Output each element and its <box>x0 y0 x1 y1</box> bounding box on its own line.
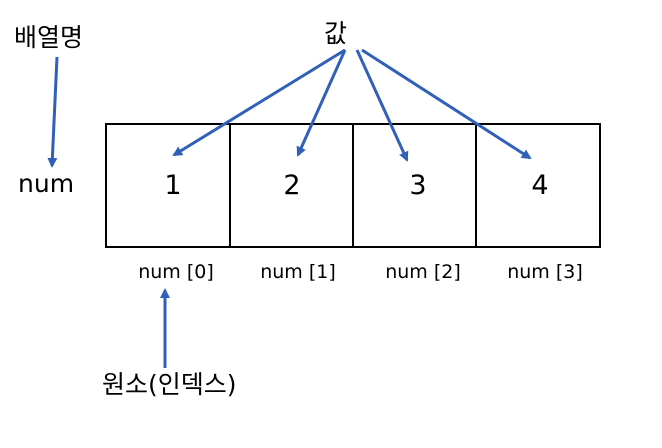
cell-value: 4 <box>531 170 548 201</box>
cell-value: 1 <box>164 170 181 201</box>
values-label: 값 <box>324 19 347 48</box>
array-cells: 1 num [0] 2 num [1] 3 num [2] 4 num [3] <box>105 123 601 283</box>
index-label: num [3] <box>507 261 583 283</box>
value-arrow-4 <box>361 48 532 160</box>
array-cell-0: 1 num [0] <box>105 123 231 283</box>
index-label: num [1] <box>260 261 336 283</box>
array-cell-3: 4 num [3] <box>475 123 601 283</box>
value-arrow-2 <box>296 49 347 157</box>
value-arrow-1 <box>172 48 346 157</box>
arrows <box>47 48 532 368</box>
element-index-label: 원소(인덱스) <box>102 370 237 399</box>
cell-value: 3 <box>409 170 426 201</box>
value-arrow-3 <box>355 49 409 162</box>
variable-label: num <box>18 169 74 198</box>
array-cell-1: 2 num [1] <box>229 123 354 283</box>
index-label: num [0] <box>138 261 214 283</box>
index-label: num [2] <box>385 261 461 283</box>
cell-value: 2 <box>283 170 300 201</box>
array-name-label: 배열명 <box>14 23 83 52</box>
array-name-arrow <box>47 56 59 168</box>
array-cell-2: 3 num [2] <box>352 123 477 283</box>
